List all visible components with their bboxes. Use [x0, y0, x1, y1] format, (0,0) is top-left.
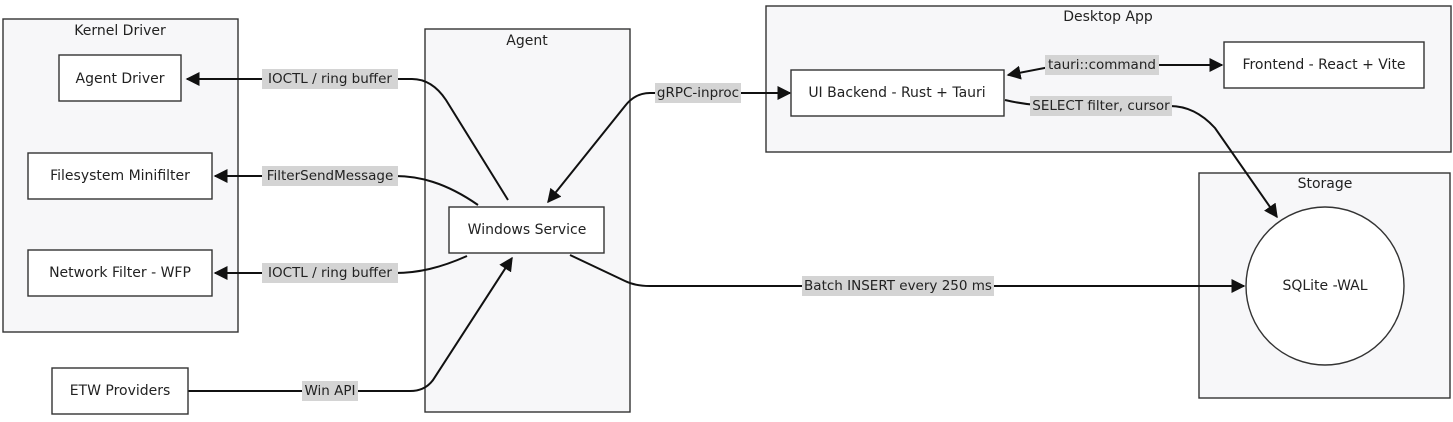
- cluster-desktop-app-title: Desktop App: [1063, 9, 1153, 25]
- node-sqlite-label: SQLite -WAL: [1282, 278, 1367, 294]
- edge-service-to-agent-driver: [185, 72, 509, 201]
- node-sqlite: SQLite -WAL: [1245, 206, 1405, 366]
- edge-label-ioctl-1: IOCTL / ring buffer: [262, 69, 398, 89]
- edge-etw-to-service: [188, 256, 513, 392]
- edge-label-tauri-cmd-text: tauri::command: [1048, 57, 1156, 73]
- cluster-kernel-driver-title: Kernel Driver: [74, 23, 166, 39]
- node-windows-service-label: Windows Service: [468, 222, 587, 238]
- cluster-agent-title: Agent: [506, 33, 548, 49]
- edge-label-batch-insert-text: Batch INSERT every 250 ms: [804, 278, 992, 294]
- node-agent-driver: Agent Driver: [58, 54, 182, 102]
- edge-label-ioctl-2: IOCTL / ring buffer: [262, 263, 398, 283]
- edge-label-batch-insert: Batch INSERT every 250 ms: [802, 276, 994, 296]
- node-agent-driver-label: Agent Driver: [76, 71, 165, 87]
- node-ui-backend-label: UI Backend - Rust + Tauri: [808, 85, 985, 101]
- node-net-filter-label: Network Filter - WFP: [49, 265, 191, 281]
- edge-label-tauri-cmd: tauri::command: [1045, 55, 1159, 75]
- cluster-storage-title: Storage: [1298, 176, 1353, 192]
- node-fs-minifilter-label: Filesystem Minifilter: [50, 168, 190, 184]
- edge-label-win-api: Win API: [302, 381, 358, 401]
- node-frontend-label: Frontend - React + Vite: [1242, 57, 1405, 73]
- node-etw-providers-label: ETW Providers: [70, 383, 171, 399]
- edge-label-select-text: SELECT filter, cursor: [1032, 98, 1170, 114]
- node-etw-providers: ETW Providers: [51, 367, 189, 415]
- node-windows-service: Windows Service: [448, 206, 605, 254]
- edge-label-grpc: gRPC-inproc: [655, 83, 741, 103]
- edge-label-win-api-text: Win API: [304, 383, 355, 399]
- edge-label-select: SELECT filter, cursor: [1030, 96, 1172, 116]
- edge-label-ioctl-1-text: IOCTL / ring buffer: [268, 71, 392, 87]
- edge-service-to-sqlite: [569, 254, 1246, 293]
- edge-label-filter-send-text: FilterSendMessage: [267, 168, 394, 184]
- node-net-filter: Network Filter - WFP: [27, 249, 213, 297]
- node-frontend: Frontend - React + Vite: [1223, 41, 1425, 89]
- edge-label-grpc-text: gRPC-inproc: [657, 85, 739, 101]
- node-ui-backend: UI Backend - Rust + Tauri: [790, 69, 1005, 117]
- edge-label-ioctl-2-text: IOCTL / ring buffer: [268, 265, 392, 281]
- edge-label-filter-send: FilterSendMessage: [262, 166, 398, 186]
- edge-backend-to-service: [547, 86, 792, 204]
- node-fs-minifilter: Filesystem Minifilter: [27, 152, 213, 200]
